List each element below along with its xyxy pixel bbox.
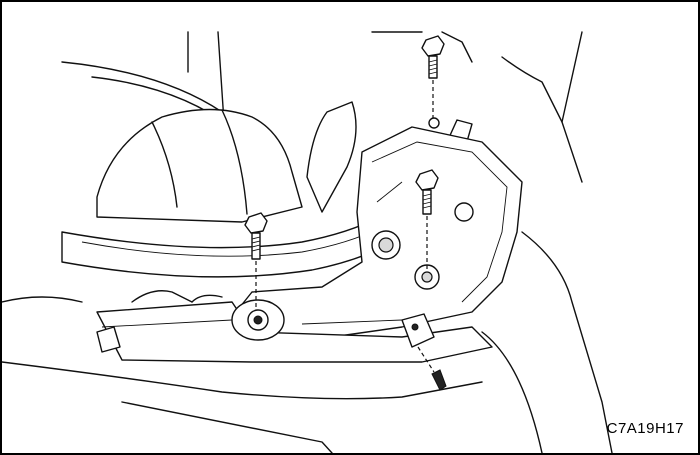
mount-bracket: [231, 126, 523, 338]
bolt-middle: [415, 169, 439, 270]
lower-arm: [131, 290, 223, 303]
bolt-top: [421, 35, 445, 129]
screw-bottom: [417, 346, 447, 391]
tab-bracket: [401, 313, 435, 348]
figure-code-label: C7A19H17: [606, 420, 684, 437]
crossmember: [96, 299, 493, 363]
engine-cover: [96, 108, 303, 223]
bolt-left: [244, 212, 268, 308]
